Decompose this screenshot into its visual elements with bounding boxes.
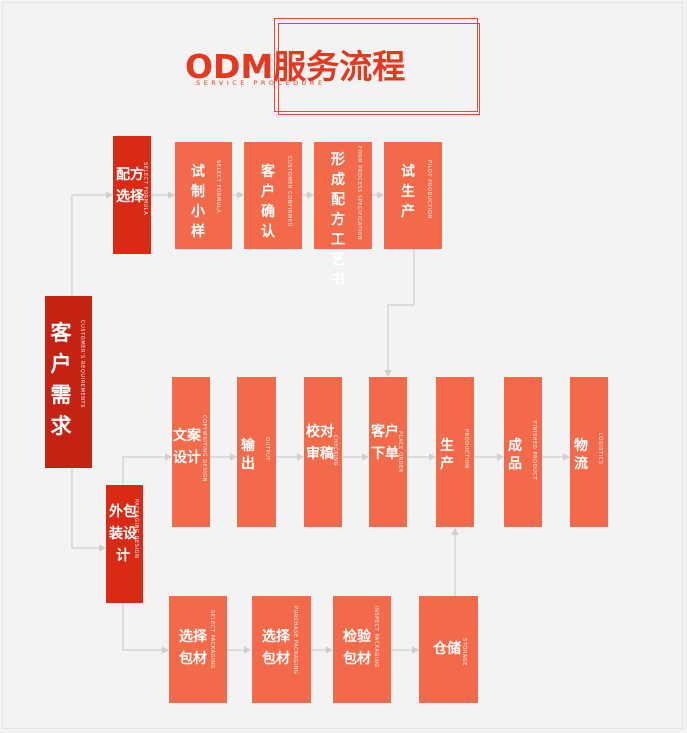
- node-storage-label: 仓储: [433, 641, 461, 657]
- node-copywriting-design-label: 文案 设计: [173, 428, 201, 466]
- node-trial-sample-label: 试制 小样: [191, 164, 205, 240]
- node-checking-en: CHECKING: [332, 435, 338, 467]
- node-storage: 仓储 STORAGE: [419, 596, 478, 703]
- node-process-spec-label: 形成 配方 工艺 书: [331, 152, 345, 288]
- node-finished-product-label: 成品: [508, 438, 522, 472]
- node-purchase-packaging-label: 选择 包材: [262, 629, 290, 667]
- connector-packaging-copy: [122, 453, 173, 485]
- connector-pilot-order: [384, 248, 415, 378]
- node-pilot-production-label: 试生 产: [401, 164, 415, 220]
- node-place-order: 客户 下单 PLACE ORDER: [369, 377, 407, 527]
- node-production: 生产 PRODUCTION: [436, 377, 474, 527]
- node-logistics-label: 物流: [574, 438, 588, 472]
- page-subtitle: SERVICE PROCEDURE: [196, 79, 326, 87]
- node-customer-requirements: 客户 需求 CUSTOMER'S REQUIREMENTS: [45, 296, 92, 468]
- node-customer-confirm: 客户 确认 CUSTOMER CONFIRMED: [244, 142, 302, 249]
- node-storage-en: STORAGE: [461, 638, 467, 667]
- node-customer-requirements-en: CUSTOMER'S REQUIREMENTS: [79, 320, 85, 408]
- node-packaging-design: 外包 装设 计 PACKAGING DESIGN: [106, 485, 143, 603]
- node-trial-sample-en: SELECT FORMULA: [215, 160, 221, 214]
- node-place-order-en: PLACE ORDER: [397, 431, 403, 473]
- node-packaging-design-label: 外包 装设 计: [109, 504, 137, 564]
- node-select-formula-en: SELECT FORMULA: [142, 162, 148, 216]
- node-finished-product: 成品 FINISHED PRODUCT: [504, 377, 542, 527]
- node-pilot-production: 试生 产 PILOT PRODUCTION: [384, 142, 442, 249]
- node-production-en: PRODUCTION: [463, 429, 469, 469]
- node-copywriting-design-en: COPYWRITING DESIGN: [201, 415, 207, 483]
- node-select-packaging-en: SELECT PACKAGING: [209, 610, 215, 670]
- node-checking-label: 校对 审稿: [306, 424, 334, 462]
- node-process-spec: 形成 配方 工艺 书 FORM PROCESS SPECIFICATION: [314, 142, 372, 288]
- connector-customer-packaging: [71, 468, 107, 552]
- node-inspect-packaging: 检验 包材 INSPECT PACKAGING: [333, 596, 391, 703]
- node-customer-confirm-en: CUSTOMER CONFIRMED: [286, 156, 292, 227]
- node-copywriting-design: 文案 设计 COPYWRITING DESIGN: [172, 377, 210, 527]
- node-packaging-design-en: PACKAGING DESIGN: [133, 499, 139, 559]
- title-decor-box-offset: [278, 23, 480, 115]
- connector-customer-formula: [71, 191, 114, 296]
- node-select-formula: 配方 选择 SELECT FORMULA: [113, 136, 151, 254]
- node-place-order-label: 客户 下单: [371, 424, 399, 462]
- node-purchase-packaging-en: PURCHASE PACKAGING: [292, 606, 298, 675]
- node-output-label: 输出: [241, 438, 255, 472]
- connector-packaging-select: [122, 602, 170, 654]
- node-production-label: 生产: [440, 438, 454, 472]
- node-finished-product-en: FINISHED PRODUCT: [531, 421, 537, 481]
- node-inspect-packaging-label: 检验 包材: [343, 629, 371, 667]
- node-inspect-packaging-en: INSPECT PACKAGING: [373, 606, 379, 668]
- node-output: 输出 OUTPUT: [237, 377, 276, 527]
- node-customer-confirm-label: 客户 确认: [261, 164, 275, 240]
- title-decor-box: [274, 18, 478, 112]
- node-process-spec-en: FORM PROCESS SPECIFICATION: [356, 146, 362, 241]
- page-title: ODM服务流程: [185, 47, 406, 86]
- node-logistics-en: LOGISTICS: [597, 433, 603, 465]
- node-checking: 校对 审稿 CHECKING: [304, 377, 342, 527]
- node-select-packaging: 选择 包材 SELECT PACKAGING: [169, 596, 227, 703]
- node-output-en: OUTPUT: [264, 437, 270, 461]
- node-purchase-packaging: 选择 包材 PURCHASE PACKAGING: [252, 596, 311, 703]
- node-trial-sample: 试制 小样 SELECT FORMULA: [175, 142, 232, 249]
- node-logistics: 物流 LOGISTICS: [570, 377, 608, 527]
- node-select-packaging-label: 选择 包材: [179, 629, 207, 667]
- node-customer-requirements-label: 客户 需求: [50, 321, 72, 438]
- node-pilot-production-en: PILOT PRODUCTION: [426, 160, 432, 219]
- node-select-formula-label: 配方 选择: [116, 167, 144, 205]
